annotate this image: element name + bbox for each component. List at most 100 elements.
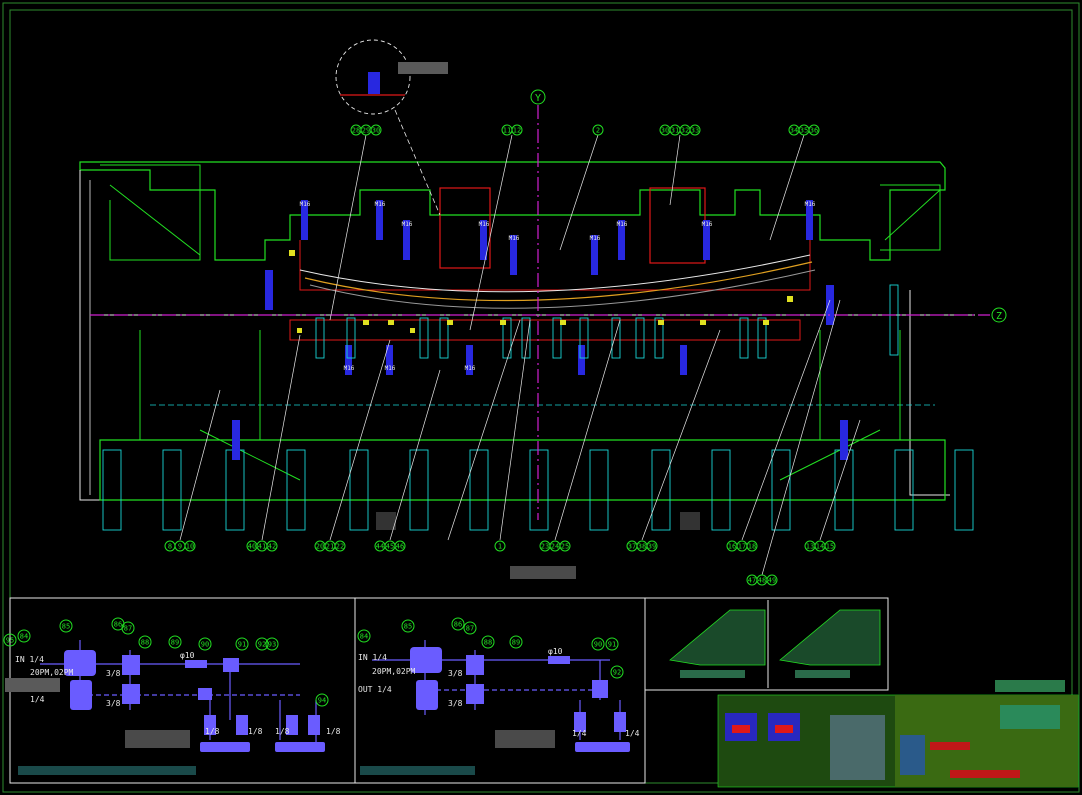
balloon-circle: [235, 637, 249, 651]
balloon-number: 85: [62, 623, 70, 631]
fitting-size-label: 1/4: [625, 729, 640, 738]
z-axis-label: Z: [996, 311, 1002, 322]
balloon-number: 89: [512, 639, 520, 647]
detail-redacted-label: [398, 62, 448, 74]
balloon-number: 37: [628, 543, 636, 551]
bolt-size-label: M16: [402, 221, 413, 228]
fitting-size-label: 3/8: [448, 669, 463, 678]
fitting-size-label: φ10: [180, 651, 195, 660]
pneumatic-left-labels: IN 1/4 20PM,02PM 1/4: [15, 655, 74, 704]
bolt-size-label: M16: [465, 365, 476, 372]
left-pneumatic-balloon-9: 93: [265, 637, 279, 651]
balloon-circle: [689, 124, 701, 136]
balloon-circle: [592, 124, 604, 136]
balloon-number: 44: [376, 543, 384, 551]
fitting-size-label: 1/8: [248, 727, 263, 736]
left-pneumatic-balloon-1: 85: [59, 619, 73, 633]
balloon-circle: [401, 619, 415, 633]
balloon-circle: [59, 619, 73, 633]
balloon-circle: [824, 540, 836, 552]
balloon-number: 46: [396, 543, 404, 551]
upper-bolts: [265, 200, 834, 325]
balloon-circle: [3, 633, 17, 647]
balloon-number: 22: [336, 543, 344, 551]
lower-pad: [289, 319, 801, 341]
balloon-number: 91: [608, 641, 616, 649]
balloon-number: 49: [768, 577, 776, 585]
balloon-number: 93: [268, 641, 276, 649]
left-valve-label: 20PM,02PM: [30, 668, 74, 677]
balloon-circle: [265, 637, 279, 651]
balloon-number: 84: [360, 633, 368, 641]
balloon-circle: [370, 124, 382, 136]
balloon-number: 38: [638, 543, 646, 551]
right-pneumatic-balloon-1: 85: [401, 619, 415, 633]
bolt-size-label: M16: [509, 235, 520, 242]
balloon-number: 8: [168, 543, 172, 551]
balloon-circle: [266, 540, 278, 552]
part-profile-top: [299, 254, 811, 293]
top-balloon-group-2: 2: [592, 124, 604, 136]
balloon-number: 10: [186, 543, 194, 551]
balloon-number: 29: [362, 127, 370, 135]
fitting-size-label: 1/8: [275, 727, 290, 736]
right-pneumatic-balloon-5: 89: [509, 635, 523, 649]
balloon-number: 84: [20, 633, 28, 641]
left-brace: [109, 184, 201, 256]
balloon-number: 21: [326, 543, 334, 551]
bolt-size-label: M16: [805, 201, 816, 208]
balloon-number: 13: [806, 543, 814, 551]
balloon-circle: [605, 637, 619, 651]
die-assembly: [79, 39, 990, 579]
left-out-label: 1/4: [30, 695, 45, 704]
right-valve-label: 20PM,02PM: [372, 667, 416, 676]
fitting-size-label: φ10: [548, 647, 563, 656]
balloon-number: 16: [728, 543, 736, 551]
upper-insert-left: [439, 187, 491, 269]
right-caption-redacted: [495, 730, 555, 748]
bolt-size-label: M16: [617, 221, 628, 228]
left-pneumatic-balloon-4: 88: [138, 635, 152, 649]
balloon-circle: [463, 621, 477, 635]
balloon-circle: [198, 637, 212, 651]
right-pneumatic-balloon-4: 88: [481, 635, 495, 649]
balloon-circle: [511, 124, 523, 136]
balloon-number: 90: [201, 641, 209, 649]
right-pneumatic-balloon-3: 87: [463, 621, 477, 635]
balloon-number: 39: [648, 543, 656, 551]
fitting-size-label: 3/8: [448, 699, 463, 708]
balloon-circle: [610, 665, 624, 679]
y-axis-label: Y: [535, 93, 541, 104]
bolt-size-label: M16: [385, 365, 396, 372]
right-pneumatic-balloon-0: 84: [357, 629, 371, 643]
balloon-number: 94: [318, 697, 326, 705]
right-pneumatic-balloon-7: 91: [605, 637, 619, 651]
yellow-markers: [289, 250, 793, 333]
balloon-number: 1: [498, 543, 502, 551]
bolt-size-label: M16: [590, 235, 601, 242]
bolt-size-label: M16: [344, 365, 355, 372]
balloon-number: 23: [541, 543, 549, 551]
title-block: [717, 680, 1079, 788]
balloon-circle: [394, 540, 406, 552]
right-pneumatic-balloon-8: 92: [610, 665, 624, 679]
section-view-frame: [644, 597, 889, 691]
fitting-size-label: 3/8: [106, 699, 121, 708]
balloon-number: 88: [141, 639, 149, 647]
balloon-number: 33: [691, 127, 699, 135]
balloon-number: 90: [594, 641, 602, 649]
leader-lines: [179, 134, 861, 576]
hatched-block-right: [680, 512, 700, 530]
detail-circle: [335, 39, 411, 115]
balloon-number: 31: [671, 127, 679, 135]
bolt-size-label: M16: [702, 221, 713, 228]
balloon-circle: [334, 540, 346, 552]
